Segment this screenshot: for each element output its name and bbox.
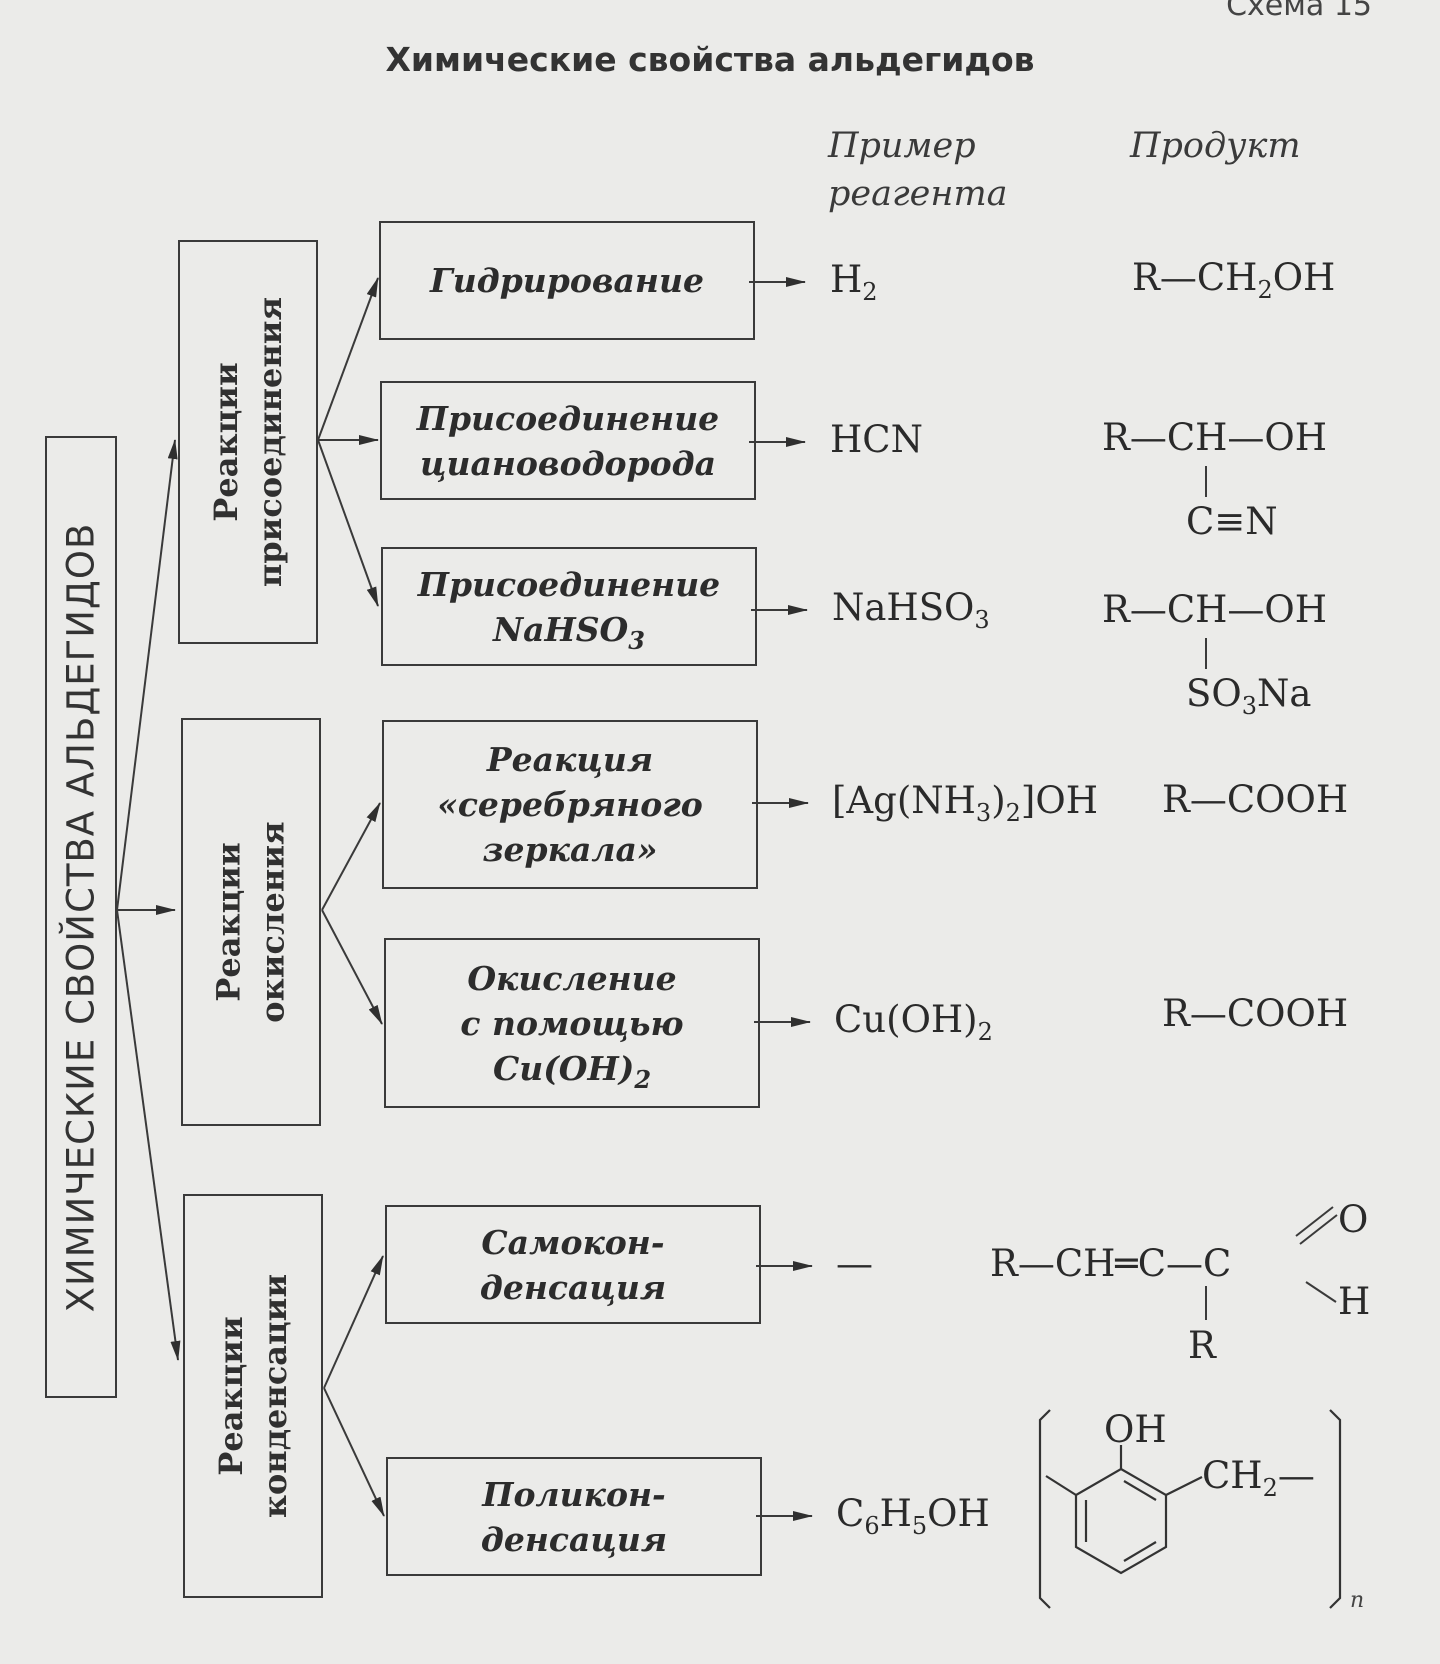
- product-aldol-chain: R—CH═C—C: [990, 1242, 1232, 1285]
- reagent-h2: H2: [830, 258, 878, 306]
- product-cyanohydrin: R—CH—OH: [1102, 416, 1328, 459]
- reaction-silver-mirror-box: Реакция «серебряного зеркала»: [382, 720, 758, 889]
- category-oxidation-label: Реакции окисления: [210, 821, 293, 1023]
- reaction-hydrogenation-box: Гидрирование: [379, 221, 755, 340]
- product-polymer-index: n: [1350, 1588, 1365, 1613]
- benzene-ring-icon: [1045, 1445, 1203, 1575]
- polymer-brackets: [1038, 1409, 1342, 1609]
- schema-number: Схема 15: [1226, 0, 1372, 23]
- product-cyanohydrin-branch: C≡N: [1186, 500, 1278, 543]
- reagent-none: —: [836, 1242, 873, 1285]
- main-topic-box: ХИМИЧЕСКИЕ СВОЙСТВА АЛЬДЕГИДОВ: [45, 436, 117, 1398]
- product-aldol-hydrogen: H: [1338, 1280, 1371, 1323]
- reagent-tollens: [Ag(NH3)2]OH: [832, 779, 1098, 827]
- reaction-polycondensation-label: Поликон- денсация: [480, 1474, 668, 1559]
- main-topic-label: ХИМИЧЕСКИЕ СВОЙСТВА АЛЬДЕГИДОВ: [59, 522, 103, 1312]
- page-title: Химические свойства альдегидов: [385, 40, 1035, 79]
- column-header-product: Продукт: [1130, 126, 1301, 166]
- category-condensation-box: Реакции конденсации: [183, 1194, 323, 1598]
- product-bisulfite-branch: SO3Na: [1186, 672, 1312, 720]
- reaction-self-condensation-box: Самокон- денсация: [385, 1205, 761, 1324]
- reaction-hcn-addition-label: Присоединение циановодорода: [416, 398, 720, 483]
- category-addition-label: Реакции присоединения: [207, 296, 290, 588]
- product-carboxylic-acid-2: R—COOH: [1162, 992, 1349, 1035]
- reaction-self-condensation-label: Самокон- денсация: [479, 1222, 667, 1307]
- product-bisulfite-adduct: R—CH—OH: [1102, 588, 1328, 631]
- product-aldol-substituent: R: [1188, 1324, 1216, 1367]
- category-addition-box: Реакции присоединения: [178, 240, 318, 644]
- reaction-hcn-addition-box: Присоединение циановодорода: [380, 381, 756, 500]
- reagent-phenol: C6H5OH: [836, 1492, 990, 1540]
- column-header-reagent: Пример реагента: [828, 126, 1008, 214]
- product-aldol-oxygen: O: [1338, 1198, 1369, 1241]
- product-polymer-ch2: CH2—: [1202, 1454, 1315, 1502]
- category-oxidation-box: Реакции окисления: [181, 718, 321, 1126]
- reaction-polycondensation-box: Поликон- денсация: [386, 1457, 762, 1576]
- reaction-hydrogenation-label: Гидрирование: [430, 261, 704, 300]
- reagent-cuoh2: Cu(OH)2: [834, 998, 993, 1046]
- reaction-silver-mirror-label: Реакция «серебряного зеркала»: [437, 740, 703, 869]
- product-polymer-oh: OH: [1104, 1408, 1167, 1451]
- reagent-hcn: HCN: [830, 418, 923, 461]
- product-carboxylic-acid-1: R—COOH: [1162, 778, 1349, 821]
- product-primary-alcohol: R—CH2OH: [1132, 256, 1336, 304]
- reagent-nahso3: NaHSO3: [832, 586, 990, 634]
- category-condensation-label: Реакции конденсации: [212, 1273, 294, 1519]
